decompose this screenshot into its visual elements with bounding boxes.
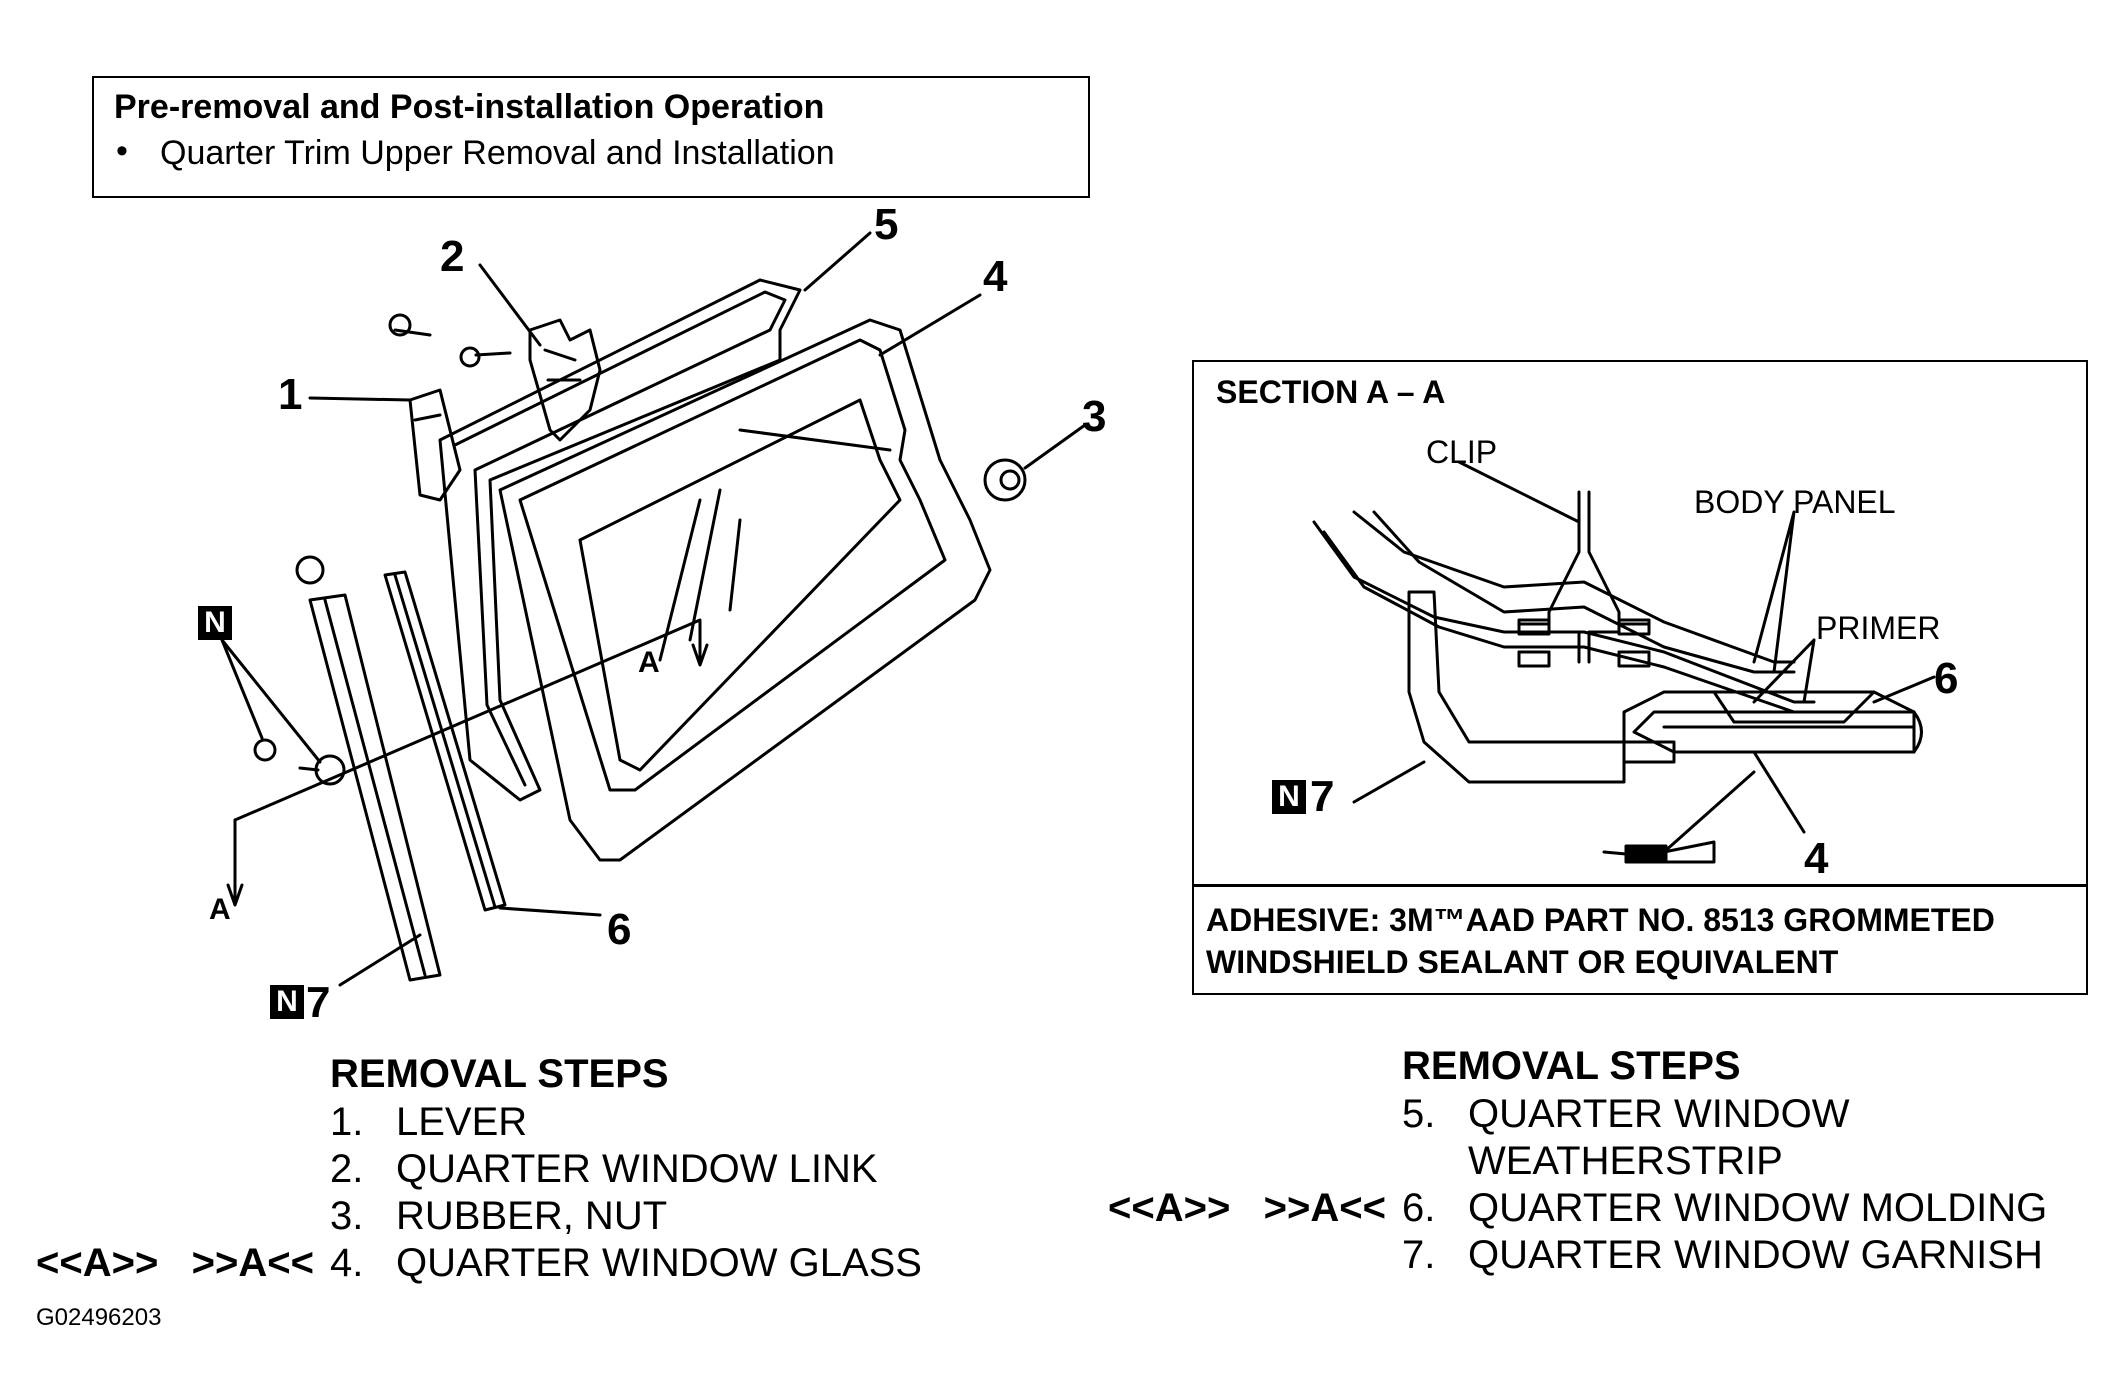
step-1-label: LEVER	[396, 1100, 528, 1144]
window-link-outline	[528, 318, 602, 442]
section-title: SECTION A – A	[1216, 374, 1446, 410]
molding-profile	[1622, 690, 1916, 764]
lever-outline	[408, 388, 462, 502]
callout-5: 5	[874, 200, 899, 249]
weatherstrip-inner	[453, 290, 787, 787]
weatherstrip-outline	[438, 278, 802, 802]
step-4-label: QUARTER WINDOW GLASS	[396, 1241, 922, 1285]
adhesive-line-2: WINDSHIELD SEALANT OR EQUIVALENT	[1206, 944, 1839, 980]
step-6-label: QUARTER WINDOW MOLDING	[1468, 1186, 2048, 1230]
step-5-num: 5.	[1402, 1092, 1436, 1136]
step-2-num: 2.	[330, 1147, 364, 1191]
leader-5	[803, 231, 872, 292]
step-1-num: 1.	[330, 1100, 364, 1144]
leader-7	[338, 933, 422, 987]
info-box: Pre-removal and Post-installation Operat…	[92, 76, 1090, 198]
figure-id: G02496203	[36, 1304, 162, 1331]
step-5-label: QUARTER WINDOW	[1468, 1092, 1850, 1136]
step-7-label: QUARTER WINDOW GARNISH	[1468, 1233, 2043, 1277]
leader-6	[498, 906, 602, 917]
steps-left-heading: REMOVAL STEPS	[330, 1052, 669, 1096]
callout-4: 4	[983, 252, 1008, 301]
adhesive-line-1: ADHESIVE: 3M™AAD PART NO. 8513 GROMMETED	[1206, 902, 1995, 938]
body-panel-lower	[1372, 510, 1796, 674]
section-a-label-lower: A	[209, 893, 231, 926]
leader-1	[308, 396, 412, 402]
callout-7: 7	[306, 978, 331, 1027]
section-drawing	[1312, 460, 1936, 864]
step-3-label: RUBBER, NUT	[396, 1194, 668, 1238]
n-badge-clips: N	[198, 606, 232, 640]
steps-left-marker: <<A>> >>A<<	[36, 1241, 314, 1285]
window-glass-inner2	[578, 398, 902, 772]
n-badge-7: N	[270, 985, 304, 1019]
window-glass-outline	[498, 318, 992, 862]
primer-label: PRIMER	[1816, 610, 1941, 646]
garnish-strip	[308, 593, 442, 982]
step-4-num: 4.	[330, 1241, 364, 1285]
section-callout-6: 6	[1934, 654, 1959, 703]
section-callout-7: 7	[1310, 772, 1335, 821]
window-glass-inner	[518, 338, 947, 792]
callout-1: 1	[278, 370, 303, 419]
leader-4	[878, 293, 982, 357]
glass-profile	[1632, 710, 1916, 754]
step-2-label: QUARTER WINDOW LINK	[396, 1147, 878, 1191]
info-box-bullet: •	[116, 132, 128, 170]
leader-2	[478, 263, 542, 347]
clip-shape	[1547, 490, 1621, 664]
info-box-title: Pre-removal and Post-installation Operat…	[114, 88, 825, 126]
molding-strip	[383, 570, 507, 912]
leader-3	[1023, 423, 1087, 470]
section-callout-4: 4	[1804, 834, 1829, 883]
step-3-num: 3.	[330, 1194, 364, 1238]
adhesive-divider	[1194, 884, 2086, 887]
garnish-profile	[1407, 590, 1676, 784]
step-6-num: 6.	[1402, 1186, 1436, 1230]
body-panel-upper	[1352, 510, 1796, 664]
steps-right-marker: <<A>> >>A<<	[1108, 1186, 1386, 1230]
callout-3: 3	[1082, 392, 1107, 441]
section-a-label-upper: A	[638, 646, 660, 679]
callout-2: 2	[440, 232, 465, 281]
info-box-item: Quarter Trim Upper Removal and Installat…	[160, 134, 835, 172]
leader-n	[220, 638, 322, 764]
section-a-a-box: SECTION A – A CLIP BODY PANEL PRIMER 6 4…	[1192, 360, 2088, 995]
step-7-num: 7.	[1402, 1233, 1436, 1277]
callout-6: 6	[607, 905, 632, 954]
steps-right-heading: REMOVAL STEPS	[1402, 1044, 1741, 1088]
section-n-badge: N	[1272, 780, 1306, 814]
step-5-label-cont: WEATHERSTRIP	[1468, 1139, 1783, 1183]
leader-glass-center	[738, 428, 892, 452]
